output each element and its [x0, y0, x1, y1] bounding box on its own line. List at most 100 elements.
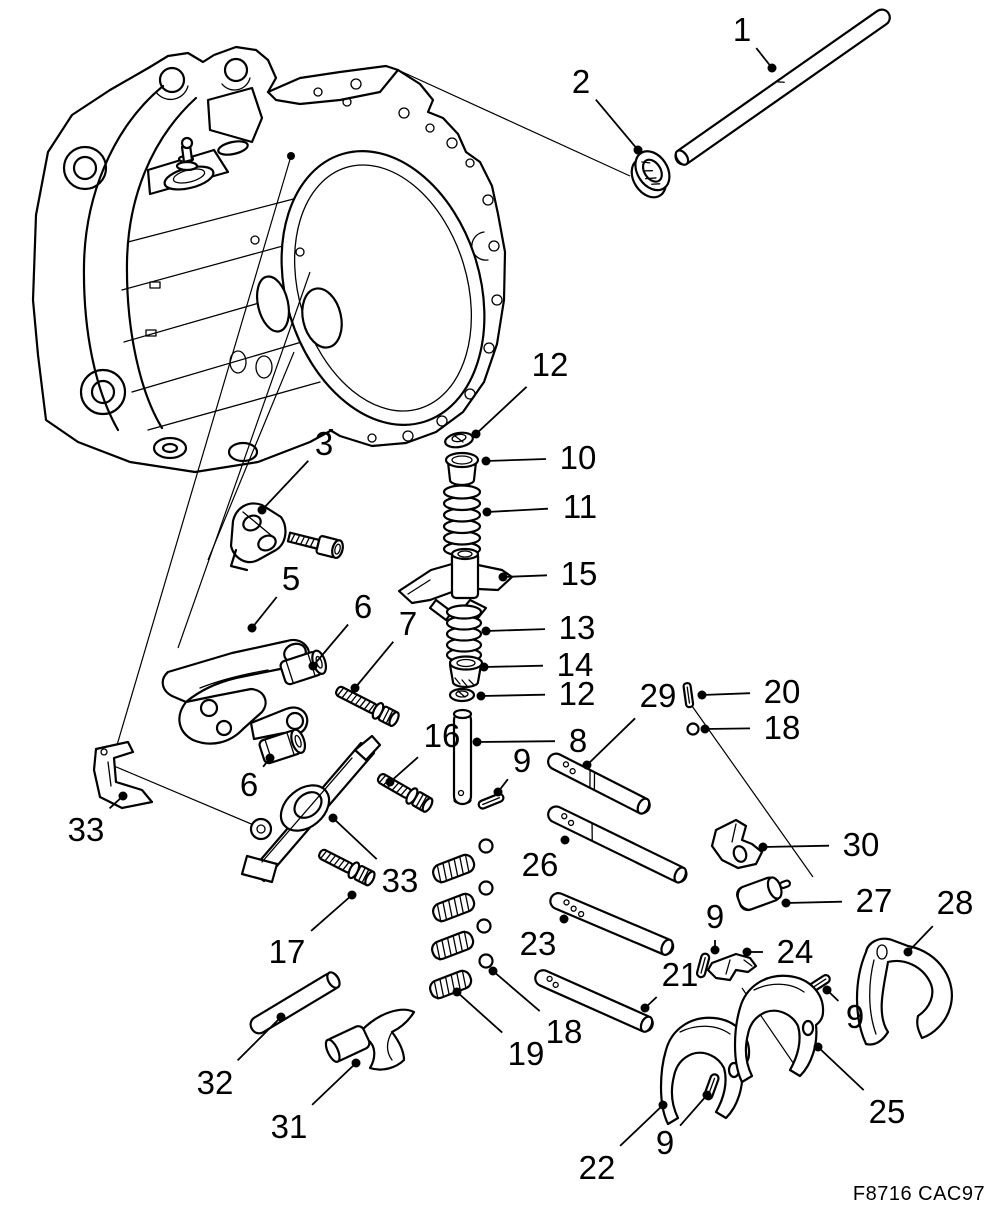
leader-line [701, 692, 751, 696]
leader-dot [385, 777, 395, 787]
callout-number: 12 [532, 346, 569, 383]
callout-number: 22 [579, 1149, 616, 1186]
leader-line [762, 844, 830, 848]
callout-number: 25 [869, 1093, 906, 1130]
leader-dot [559, 914, 569, 924]
leader-dot [471, 429, 481, 439]
callout-14-17: 14 [479, 646, 593, 683]
callout-3-2: 3 [257, 425, 333, 515]
leader-dot [697, 690, 707, 700]
callout-number: 13 [559, 609, 596, 646]
part-bushing-cup-1 [444, 451, 480, 487]
leader-dot [498, 572, 508, 582]
callout-10-12: 10 [481, 439, 596, 476]
part-washer-2 [448, 687, 476, 703]
callout-6-6: 6 [240, 753, 275, 803]
callout-33-37: 33 [68, 791, 128, 848]
callout-number: 23 [520, 925, 557, 962]
callout-number: 31 [271, 1108, 308, 1145]
leader-line [486, 507, 549, 513]
callout-19-23: 19 [452, 987, 544, 1072]
callout-23-27: 23 [520, 914, 569, 962]
callout-1-0: 1 [733, 11, 777, 73]
part-shift-fork-31 [324, 1008, 416, 1071]
part-washer-1 [444, 431, 474, 449]
part-selector-lever [240, 734, 382, 884]
part-pin-20 [682, 682, 695, 709]
callout-number: 6 [240, 766, 258, 803]
part-shaft-23 [549, 892, 675, 956]
part-bushing-1 [279, 649, 328, 686]
part-selector-arm [161, 638, 311, 745]
leader-dot [328, 813, 338, 823]
callout-number: 17 [269, 933, 306, 970]
leader-dot [903, 947, 913, 957]
leader-line [817, 1046, 865, 1091]
callout-13-16: 13 [481, 609, 596, 646]
part-pivot-pin-8 [452, 708, 473, 806]
part-shift-fork-25 [733, 974, 825, 1084]
callout-20-24: 20 [697, 673, 801, 710]
leader-line [261, 460, 309, 511]
callout-number: 33 [382, 862, 419, 899]
part-bolt-7 [335, 685, 400, 728]
callout-31-35: 31 [271, 1058, 361, 1145]
leader-line [475, 386, 528, 435]
callout-number: 20 [764, 673, 801, 710]
leader-dot [472, 737, 482, 747]
leader-dot [247, 623, 257, 633]
part-detent-balls [476, 838, 494, 969]
leader-dot [710, 945, 720, 955]
leader-line [679, 1094, 708, 1127]
callout-7-5: 7 [350, 605, 417, 693]
leader-dot [347, 890, 357, 900]
callout-9-8: 9 [493, 742, 531, 797]
leader-line [502, 574, 548, 578]
callout-number: 18 [764, 709, 801, 746]
callout-number: 29 [640, 677, 677, 714]
part-detent-springs [426, 851, 478, 1002]
callout-number: 9 [706, 898, 724, 935]
leader-dot [481, 456, 491, 466]
callout-6-4: 6 [308, 588, 372, 671]
callout-number: 11 [563, 488, 597, 525]
part-rod-32 [249, 971, 341, 1035]
leader-line [476, 740, 556, 743]
leader-line [236, 1016, 282, 1062]
callout-number: 18 [546, 1013, 583, 1050]
callout-number: 9 [656, 1124, 674, 1161]
callout-9-10: 9 [822, 985, 864, 1035]
callout-22-26: 22 [579, 1100, 668, 1186]
leader-dot [276, 1012, 286, 1022]
callout-number: 3 [315, 425, 333, 462]
callout-33-38: 33 [328, 813, 419, 899]
callout-17-20: 17 [269, 890, 357, 970]
leader-line [251, 596, 278, 629]
leader-line [485, 628, 546, 632]
leader-line [785, 900, 843, 904]
callout-12-15: 12 [476, 675, 596, 712]
callout-number: 12 [559, 675, 596, 712]
part-bolt-16 [376, 773, 434, 813]
leader-dot [560, 835, 570, 845]
leader-dot [658, 1100, 668, 1110]
part-bolt-17 [318, 848, 376, 887]
leader-dot [308, 661, 318, 671]
leader-dot [265, 753, 275, 763]
callout-number: 32 [197, 1064, 234, 1101]
callout-15-18: 15 [498, 555, 597, 592]
part-shaft-29 [547, 752, 651, 815]
part-spring-large-2 [445, 604, 483, 663]
callout-number: 24 [777, 933, 814, 970]
part-seal-ring [630, 150, 671, 199]
leader-dot [640, 1003, 650, 1013]
part-socket-bolt [286, 531, 344, 560]
callout-number: 7 [399, 605, 417, 642]
callout-21-25: 21 [640, 956, 698, 1013]
part-clamp [229, 502, 287, 572]
callout-24-28: 24 [742, 933, 814, 970]
leader-dot [482, 507, 492, 517]
leader-line [619, 1104, 664, 1147]
